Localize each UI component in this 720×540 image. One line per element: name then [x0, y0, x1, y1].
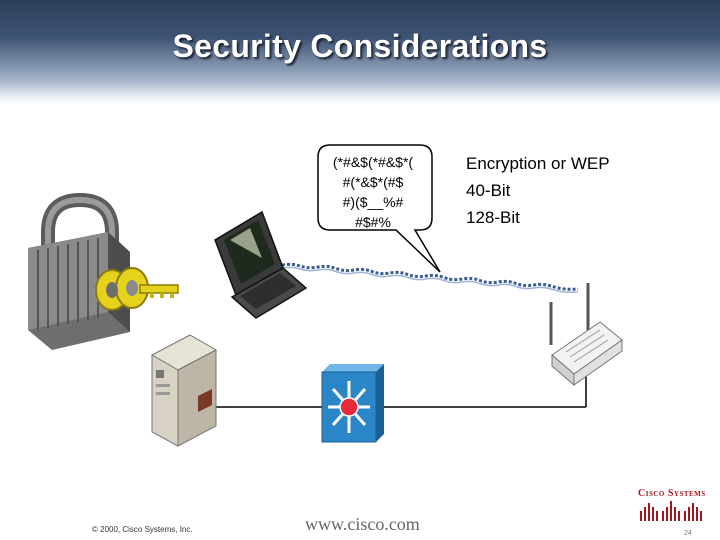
- cisco-logo: Cisco Systems: [638, 488, 706, 524]
- key-icon: [95, 267, 179, 311]
- switch-icon: [321, 364, 384, 443]
- slide-header: [0, 0, 720, 105]
- page-number: 24: [684, 530, 692, 537]
- encryption-list: Encryption or WEP 40-Bit 128-Bit: [466, 150, 610, 231]
- copyright-text: © 2000, Cisco Systems, Inc.: [92, 525, 193, 534]
- server-icon: [150, 334, 218, 447]
- encrypted-line: (*#&$(*#&$*(: [332, 154, 414, 170]
- laptop-icon: [214, 210, 308, 319]
- encrypted-line: #$#%: [355, 214, 391, 230]
- encryption-option: 128-Bit: [466, 208, 520, 227]
- encrypted-text: (*#&$(*#&$*( #(*&$*(#$ #)($__%# #$#%: [318, 152, 428, 232]
- encryption-heading: Encryption or WEP: [466, 154, 610, 173]
- website-url: www.cisco.com: [305, 514, 420, 534]
- page-title: Security Considerations: [172, 28, 548, 64]
- encrypted-line: #)($__%#: [342, 194, 404, 210]
- encryption-option: 40-Bit: [466, 181, 511, 200]
- access-point-icon: [549, 283, 623, 387]
- cisco-logo-text: Cisco Systems: [638, 488, 706, 499]
- cisco-bridge-icon: [640, 501, 702, 521]
- encrypted-line: #(*&$*(#$: [342, 174, 404, 190]
- wireless-link: [281, 262, 579, 294]
- network-links: [212, 368, 587, 408]
- padlock-icon: [28, 192, 130, 350]
- speech-bubble-icon: [317, 144, 441, 273]
